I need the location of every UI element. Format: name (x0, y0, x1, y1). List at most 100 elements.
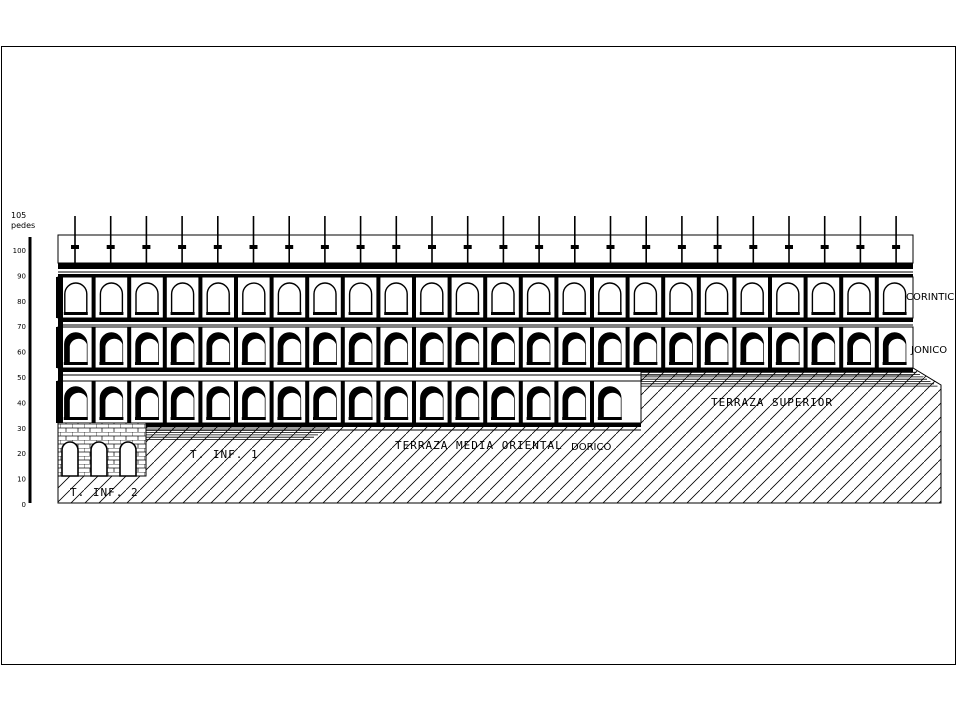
attic-cornice (58, 263, 913, 269)
ionic-tier-arch-sill (882, 362, 907, 365)
corinthian-tier-arch-sill (633, 312, 658, 315)
doric-tier-arch-light (141, 392, 158, 419)
ionic-tier-arch-light (105, 338, 123, 364)
corinthian-tier-arch-sill (99, 312, 124, 315)
corinthian-tier-arch (135, 282, 159, 315)
ionic-tier-arch-sill (348, 362, 373, 365)
doric-tier-arch-sill (135, 417, 159, 420)
doric-tier-pilaster (412, 381, 416, 423)
doric-tier-arch-sill (348, 417, 373, 420)
corinthian-tier-pilaster (234, 277, 238, 318)
ionic-tier-arch-sill (562, 362, 587, 365)
ionic-tier-pilaster (874, 327, 879, 368)
ionic-tier-arch-light (675, 338, 692, 364)
corinthian-tier-pilaster (768, 277, 772, 318)
doric-tier-arch-sill (63, 417, 88, 420)
ionic-tier-arch-light (888, 338, 906, 364)
corinthian-tier-arch (669, 282, 693, 315)
corinthian-tier-arch-sill (740, 312, 765, 315)
doric-tier-arch-light (390, 392, 408, 419)
ionic-tier-arch-sill (63, 362, 88, 365)
corinthian-tier-arch (99, 282, 124, 315)
ionic-tier-arch-light (781, 338, 799, 364)
doric-tier-pilaster (554, 381, 559, 423)
corinthian-tier-arch-sill (704, 312, 729, 315)
doric-tier-arch-light (69, 392, 87, 419)
scale-tick-label: 30 (17, 425, 26, 433)
scale-tick-label: 70 (17, 323, 26, 331)
doric-tier-pilaster (162, 381, 167, 423)
mast-bracket (249, 245, 258, 249)
ionic-tier-arch-light (461, 338, 479, 364)
doric-tier-arch-light (176, 392, 194, 419)
corinthian-tier-arch-sill (562, 312, 587, 315)
corinthian-tier-arch-sill (348, 312, 373, 315)
scale-tick-label: 20 (17, 450, 26, 458)
corinthian-tier-arch-sill (526, 312, 551, 315)
doric-tier-band (58, 423, 641, 427)
scale-tick-label: 100 (13, 247, 26, 255)
doric-tier-pilaster (305, 381, 310, 423)
ionic-tier-pilaster (803, 327, 808, 368)
doric-tier-arch-light (568, 392, 586, 419)
corinthian-tier-pilaster (732, 277, 737, 318)
doric-tier-pilaster (127, 381, 132, 423)
corinthian-tier-arch (277, 282, 302, 315)
mast-bracket (142, 245, 151, 249)
ionic-tier-arch-light (354, 338, 372, 364)
mast-bracket (856, 245, 865, 249)
ionic-tier-arch-light (141, 338, 158, 364)
corinthian-tier-pilaster (483, 277, 488, 318)
mast-bracket (570, 245, 579, 249)
mast-bracket (713, 245, 722, 249)
doric-tier-arch-light (319, 392, 336, 419)
ionic-tier-arch-light (283, 338, 301, 364)
corinthian-tier-arch (170, 282, 195, 315)
mast-bracket (749, 245, 758, 249)
ionic-tier-arch-sill (419, 362, 444, 365)
doric-tier-pilaster (91, 381, 96, 423)
ionic-tier-arch-sill (526, 362, 551, 365)
ionic-tier-arch-sill (847, 362, 871, 365)
corinthian-tier-arch-sill (419, 312, 444, 315)
mast-bracket (606, 245, 615, 249)
corinthian-tier-band (58, 318, 913, 322)
doric-tier-arch-light (532, 392, 550, 419)
ionic-tier-arch-light (247, 338, 265, 364)
doric-tier-arch-sill (597, 417, 622, 420)
ionic-tier-pilaster (412, 327, 416, 368)
corinthian-tier-arch (847, 282, 871, 315)
corinthian-tier-arch-sill (775, 312, 800, 315)
doric-tier-arch-sill (241, 417, 266, 420)
corinthian-tier-arch-sill (597, 312, 622, 315)
doric-tier-arch-light (212, 392, 230, 419)
ionic-tier-arch-light (568, 338, 586, 364)
corinthian-tier-pilaster (162, 277, 167, 318)
doric-tier-arch-sill (419, 417, 444, 420)
ionic-tier-arch-light (212, 338, 230, 364)
ionic-tier-arch-sill (455, 362, 480, 365)
ionic-tier-arch-light (425, 338, 443, 364)
mast-bracket (642, 245, 651, 249)
ionic-tier-arch-light (69, 338, 87, 364)
doric-tier-arch-light (603, 392, 621, 419)
mast-bracket (677, 245, 686, 249)
ionic-tier-pilaster (198, 327, 203, 368)
doric-tier-pilaster (483, 381, 488, 423)
ionic-tier-arch-light (639, 338, 657, 364)
left-end-pier (58, 277, 63, 423)
doric-tier-pilaster (376, 381, 381, 423)
scale-tick-label: 10 (17, 476, 26, 484)
doric-tier-pilaster (340, 381, 345, 423)
doric-tier-arch-sill (206, 417, 231, 420)
ionic-tier-arch-sill (99, 362, 124, 365)
corinthian-tier-pilaster (590, 277, 594, 318)
ionic-tier-arch-light (532, 338, 550, 364)
mast-bracket (463, 245, 472, 249)
ionic-tier-arch-light (817, 338, 835, 364)
doric-tier-arch-light (461, 392, 479, 419)
corinthian-tier-arch-sill (669, 312, 693, 315)
corinthian-tier-arch-sill (847, 312, 871, 315)
scale-tick-label: 80 (17, 298, 26, 306)
ionic-tier-arch-sill (491, 362, 515, 365)
